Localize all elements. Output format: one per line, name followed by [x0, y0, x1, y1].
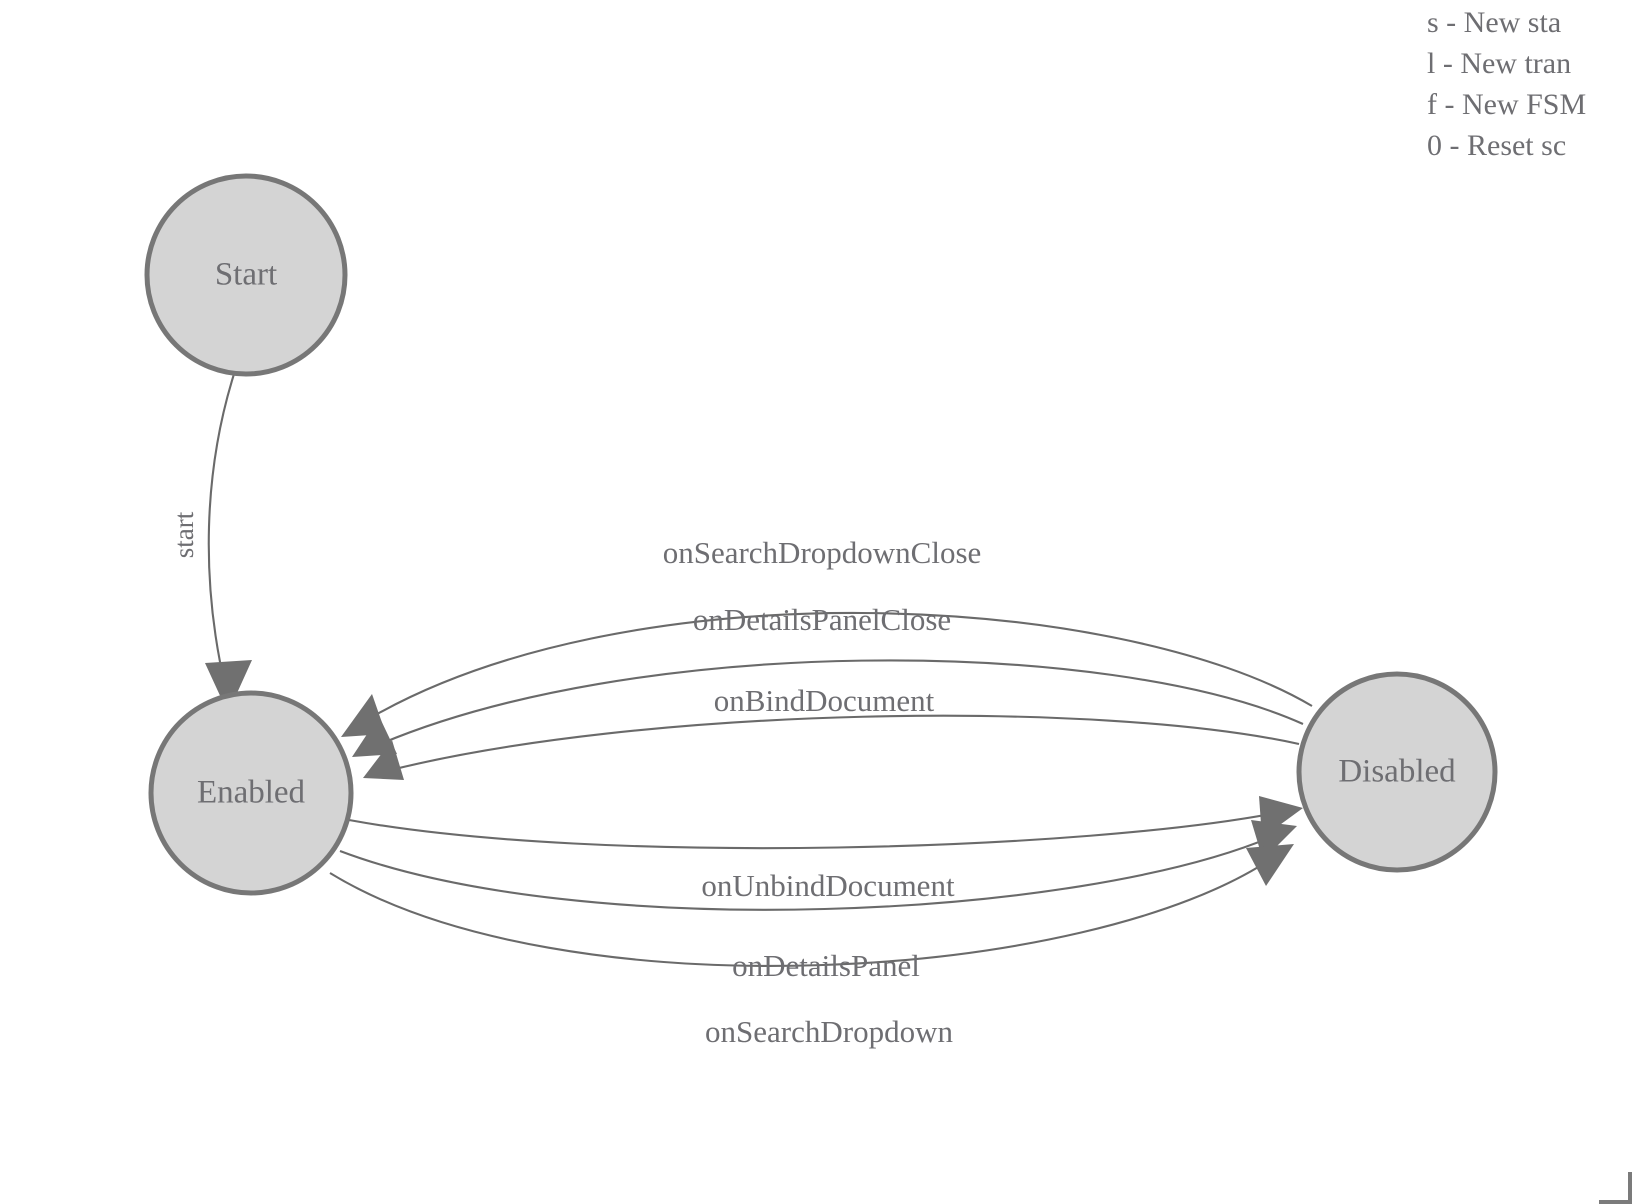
state-node-start[interactable]: Start	[144, 173, 348, 377]
state-label-disabled: Disabled	[1338, 754, 1456, 790]
edge-path-onDetailsPanel[interactable]	[339, 834, 1277, 911]
transition-edge-onSearchDropdown[interactable]	[329, 844, 1294, 967]
arrow-head-onSearchDropdown	[1246, 844, 1294, 886]
state-circle-start[interactable]	[144, 173, 348, 377]
edge-path-onUnbindDocument[interactable]	[348, 810, 1282, 850]
edge-path-onDetailsPanelClose[interactable]	[370, 659, 1304, 749]
transition-edge-onDetailsPanelClose[interactable]	[352, 659, 1304, 757]
state-node-enabled[interactable]: Enabled	[148, 690, 354, 896]
edge-label-onSearchDropdownClose: onSearchDropdownClose	[663, 535, 982, 570]
edge-path-start[interactable]	[207, 373, 236, 691]
arrow-head-onBindDocument	[363, 740, 404, 780]
state-node-disabled[interactable]: Disabled	[1296, 671, 1498, 873]
state-circle-disabled[interactable]	[1296, 671, 1498, 873]
edge-path-onSearchDropdownClose[interactable]	[359, 611, 1313, 725]
panel-corner-horizontal-rule	[1599, 1200, 1632, 1204]
edge-label-start: start	[169, 511, 199, 558]
arrow-head-start	[205, 660, 252, 713]
edge-label-onUnbindDocument: onUnbindDocument	[701, 868, 955, 903]
state-label-enabled: Enabled	[197, 775, 306, 811]
state-label-start: Start	[215, 257, 277, 293]
transition-edge-onBindDocument[interactable]	[363, 714, 1300, 780]
edge-path-onSearchDropdown[interactable]	[329, 856, 1275, 967]
edge-label-onBindDocument: onBindDocument	[714, 683, 935, 718]
edge-label-onDetailsPanelClose: onDetailsPanelClose	[693, 602, 951, 637]
edge-label-onSearchDropdown: onSearchDropdown	[705, 1014, 953, 1049]
edge-label-onDetailsPanel: onDetailsPanel	[732, 948, 920, 983]
transition-edge-onUnbindDocument[interactable]	[348, 796, 1303, 850]
state-circle-enabled[interactable]	[148, 690, 354, 896]
transition-edge-start[interactable]	[205, 373, 252, 713]
panel-corner-vertical-rule	[1628, 1172, 1632, 1204]
edge-path-onBindDocument[interactable]	[382, 714, 1300, 774]
arrow-head-onDetailsPanelClose	[352, 716, 397, 757]
